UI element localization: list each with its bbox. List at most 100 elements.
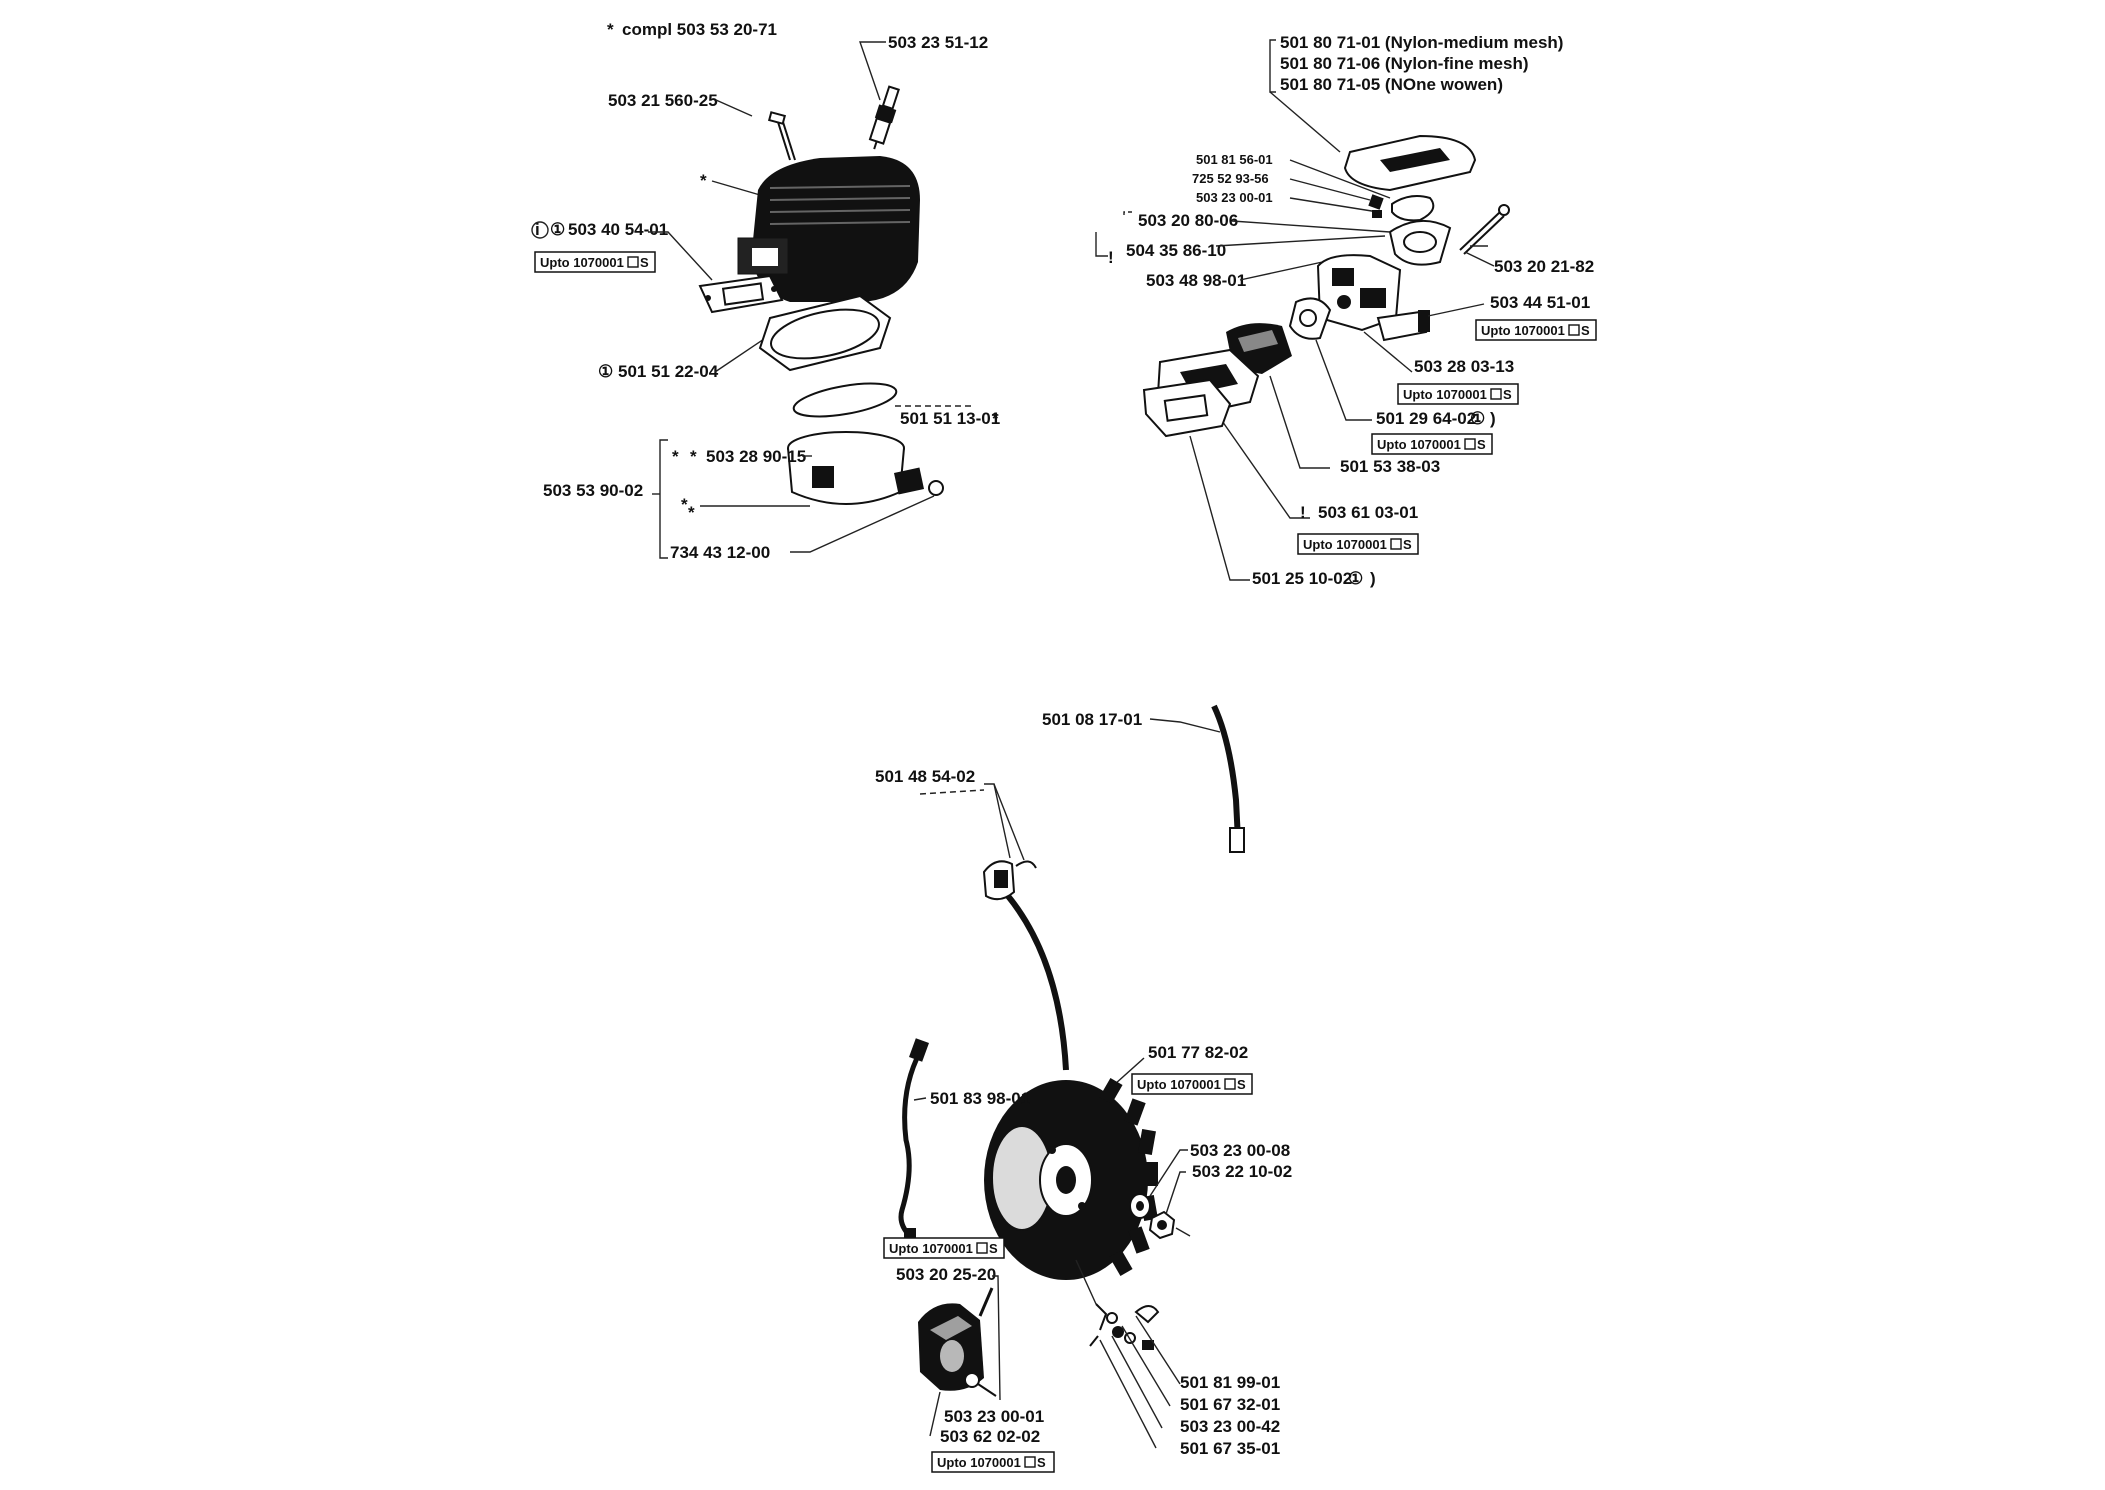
- label-503-20-21: 503 20 21-82: [1494, 257, 1594, 276]
- spark-cap: [982, 860, 1037, 901]
- leader-cylinder-gasket: [714, 334, 771, 373]
- label-503-20-25: 503 20 25-20: [896, 1265, 996, 1284]
- circle-one-1: ①: [550, 220, 565, 239]
- asterisk-marker: *: [607, 20, 614, 39]
- cylinder-group: * compl 503 53 20-71 503 23 51-12 503 21…: [531, 20, 1000, 562]
- leader-cylinder-screw: [715, 99, 753, 117]
- svg-text:!: !: [1108, 248, 1114, 267]
- label-circlip: 734 43 12-00: [670, 543, 770, 562]
- upto-box-gasket: Upto 1070001 S: [1371, 433, 1493, 455]
- svg-text:S: S: [1037, 1455, 1046, 1470]
- label-filter-nonwoven: 501 80 71-05 (NOne wowen): [1280, 75, 1503, 94]
- label-cylinder-screw: 503 21 560-25: [608, 91, 718, 110]
- svg-text:!: !: [1300, 503, 1306, 522]
- label-carburetor: 503 28 03-13: [1414, 357, 1514, 376]
- label-501-25-10: 501 25 10-02: [1252, 569, 1352, 588]
- info-circle-icon: [531, 221, 549, 239]
- ignition-module: [918, 1287, 994, 1391]
- svg-text:Upto 1070001: Upto 1070001: [1403, 387, 1487, 402]
- hv-cable: [1211, 704, 1241, 841]
- svg-text:Upto 1070001: Upto 1070001: [1481, 323, 1565, 338]
- svg-text:Upto 1070001: Upto 1070001: [540, 255, 624, 270]
- flywheel: [984, 1077, 1158, 1280]
- cable-end: [1229, 827, 1245, 853]
- label-spark-cap: 501 48 54-02: [875, 767, 975, 786]
- module-screw: [964, 1372, 997, 1397]
- label-503-48-98: 503 48 98-01: [1146, 271, 1246, 290]
- washer: [1129, 1193, 1151, 1219]
- stop-wire: [898, 1038, 929, 1242]
- label-hv-cable: 501 08 17-01: [1042, 710, 1142, 729]
- upto-box-manifold: Upto 1070001 S: [1297, 533, 1419, 555]
- svg-text:S: S: [1581, 323, 1590, 338]
- carburetor-group: 501 80 71-01 (Nylon-medium mesh) 501 80 …: [1095, 33, 1597, 588]
- svg-text:S: S: [989, 1241, 998, 1256]
- piston-kit-asterisk: *: [681, 495, 688, 514]
- checkbox-icon: [1390, 538, 1402, 550]
- checkbox-icon: [1568, 324, 1580, 336]
- screws-small: [1368, 194, 1384, 218]
- piston-ring: [792, 382, 898, 418]
- label-503-22-10: 503 22 10-02: [1192, 1162, 1292, 1181]
- label-ignition-module: 503 62 02-02: [940, 1427, 1040, 1446]
- svg-text:S: S: [640, 255, 649, 270]
- piston: [787, 431, 944, 505]
- nut: [1148, 1210, 1176, 1240]
- flange-gasket: [1142, 378, 1232, 438]
- ignition-lead: [1005, 894, 1069, 1071]
- label-503-23-00-42: 503 23 00-42: [1180, 1417, 1280, 1436]
- upto-box-module: Upto 1070001 S: [931, 1451, 1055, 1473]
- label-stop-wire: 501 83 98-01: [930, 1089, 1030, 1108]
- checkbox-icon: [1224, 1078, 1236, 1090]
- bracket-504: [1095, 232, 1108, 257]
- label-503-20-80: 503 20 80-06: [1138, 211, 1238, 230]
- label-501-67-35: 501 67 35-01: [1180, 1439, 1280, 1458]
- piston-asterisk-2: *: [690, 447, 697, 466]
- label-filter-medium: 501 80 71-01 (Nylon-medium mesh): [1280, 33, 1563, 52]
- checkbox-icon: [976, 1242, 988, 1254]
- cylinder: [737, 156, 920, 302]
- svg-text:Upto 1070001: Upto 1070001: [1137, 1077, 1221, 1092]
- upto-box-stopwire: Upto 1070001 S: [883, 1237, 1005, 1259]
- air-filter: [1343, 134, 1477, 192]
- leader-spark-plug: [859, 41, 886, 101]
- label-ring: 501 51 13-01: [900, 409, 1000, 428]
- leader-filter: [1269, 91, 1341, 153]
- fuel-filter: [1376, 310, 1430, 342]
- label-501-81-99: 501 81 99-01: [1180, 1373, 1280, 1392]
- ring-asterisk: *: [992, 409, 999, 428]
- label-501-29-64: 501 29 64-02: [1376, 409, 1476, 428]
- circle-one-4: ①: [1348, 569, 1363, 588]
- spark-plug: [868, 85, 900, 150]
- label-cylinder-gasket: 501 51 22-04: [618, 362, 719, 381]
- bracket-filter: [1269, 39, 1276, 93]
- label-503-44-51: 503 44 51-01: [1490, 293, 1590, 312]
- svg-text:): ): [1490, 409, 1496, 428]
- upto-box-1: Upto 1070001 S: [534, 251, 656, 273]
- carb-adapter: [1388, 219, 1452, 266]
- svg-text:): ): [1370, 569, 1376, 588]
- svg-text:S: S: [1403, 537, 1412, 552]
- pawl-parts: [1089, 1303, 1160, 1350]
- upto-box-carb: Upto 1070001 S: [1397, 383, 1519, 405]
- leader-circlip: [790, 495, 935, 553]
- label-piston: 503 28 90-15: [706, 447, 806, 466]
- svg-text:Upto 1070001: Upto 1070001: [937, 1455, 1021, 1470]
- checkbox-icon: [1464, 438, 1476, 450]
- note-compl: compl 503 53 20-71: [622, 20, 777, 39]
- label-503-23-00-01a: 503 23 00-01: [1196, 190, 1273, 205]
- carb-gasket: [1288, 297, 1332, 340]
- label-spark-plug: 503 23 51-12: [888, 33, 988, 52]
- cylinder-gasket: [758, 294, 892, 372]
- label-503-61-03: 503 61 03-01: [1318, 503, 1418, 522]
- label-725-52-93: 725 52 93-56: [1192, 171, 1269, 186]
- checkbox-icon: [627, 256, 639, 268]
- svg-text:Upto 1070001: Upto 1070001: [1303, 537, 1387, 552]
- checkbox-icon: [1024, 1456, 1036, 1468]
- circle-one-2: ①: [598, 362, 613, 381]
- label-piston-kit: 503 53 90-02: [543, 481, 643, 500]
- bracket-piston-kit: [659, 439, 668, 559]
- cylinder-screw: [767, 111, 796, 161]
- leader-exhaust-gasket: [648, 231, 713, 281]
- label-501-67-32: 501 67 32-01: [1180, 1395, 1280, 1414]
